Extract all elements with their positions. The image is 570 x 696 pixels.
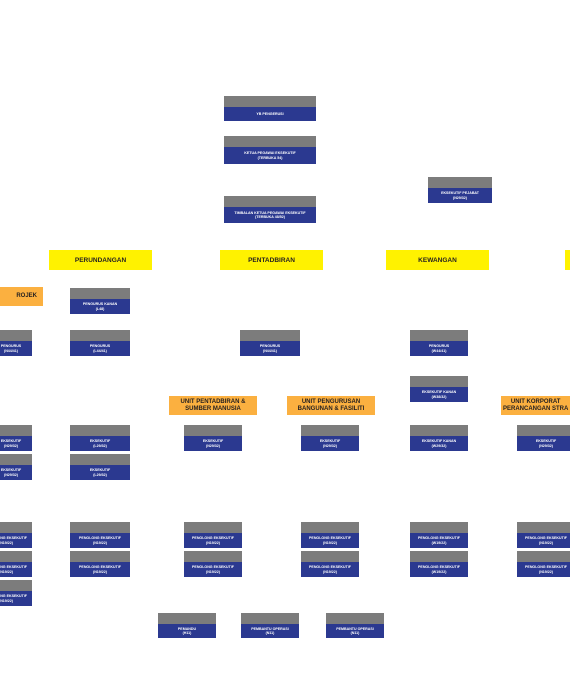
korporat-penolong-2-label: PENOLONG EKSEKUTIF (N19/22) [517,562,570,577]
pbf-penolong-2-label: PENOLONG EKSEKUTIF (N19/22) [301,562,359,577]
left-penolong-3-label: PENOLONG EKSEKUTIF (N19/22) [0,591,32,606]
psm-penolong-2-label: PENOLONG EKSEKUTIF (N19/22) [184,562,242,577]
psm-penolong-1-box: PENOLONG EKSEKUTIF (N19/22) [184,522,242,548]
pbf-eksekutif-label: EKSEKUTIF (N29/32) [301,436,359,451]
korporat-eksekutif-box: EKSEKUTIF (N29/32) [517,425,570,451]
unit-pentadbiran-sm: UNIT PENTADBIRAN & SUMBER MANUSIA [169,396,257,415]
unit-pengurusan-bangunan: UNIT PENGURUSAN BANGUNAN & FASILITI [287,396,375,415]
perundangan-pengurus-label: PENGURUS (L44/41) [70,341,130,356]
unit-korporat: UNIT KORPORAT PERANCANGAN STRA [501,396,570,415]
pbf-eksekutif-box: EKSEKUTIF (N29/32) [301,425,359,451]
kewangan-pengurus-box: PENGURUS (W44/41) [410,330,468,356]
chairman-label: YB PENGERUSI [224,107,316,121]
pemandu-box: PEMANDU (H11) [158,613,216,638]
deputy-ceo-label: TIMBALAN KETUA PEGAWAI EKSEKUTIF (TERBUK… [224,207,316,223]
perundangan-penolong-1-box: PENOLONG EKSEKUTIF (N19/22) [70,522,130,548]
pemandu-label: PEMANDU (H11) [158,624,216,638]
perundangan-pengurus-kanan-label: PENGURUS KANAN (L48) [70,299,130,314]
ceo-label: KETUA PEGAWAI EKSEKUTIF (TERBUKA 54) [224,147,316,164]
left-penolong-1-box: PENOLONG EKSEKUTIF (N19/22) [0,522,32,548]
kewangan-pengurus-label: PENGURUS (W44/41) [410,341,468,356]
perundangan-eksekutif-2-box: EKSEKUTIF (L29/32) [70,454,130,480]
left-penolong-1-label: PENOLONG EKSEKUTIF (N19/22) [0,533,32,548]
dept-right-cut [565,250,570,270]
ceo-box: KETUA PEGAWAI EKSEKUTIF (TERBUKA 54) [224,136,316,164]
kewangan-penolong-1-box: PENOLONG EKSEKUTIF (W19/22) [410,522,468,548]
korporat-penolong-1-label: PENOLONG EKSEKUTIF (N19/22) [517,533,570,548]
perundangan-penolong-2-label: PENOLONG EKSEKUTIF (N19/22) [70,562,130,577]
psm-penolong-2-box: PENOLONG EKSEKUTIF (N19/22) [184,551,242,577]
pentadbiran-pengurus-label: PENGURUS (N44/41) [240,341,300,356]
office-exec-label: EKSEKUTIF PEJABAT (N29/32) [428,188,492,203]
kewangan-eksekutif-kanan-1-box: EKSEKUTIF KANAN (W38/32) [410,376,468,402]
perundangan-eksekutif-2-label: EKSEKUTIF (L29/32) [70,465,130,480]
left-eksekutif-1-label: EKSEKUTIF (N29/32) [0,436,32,451]
left-eksekutif-1-box: EKSEKUTIF (N29/32) [0,425,32,451]
psm-eksekutif-box: EKSEKUTIF (N29/32) [184,425,242,451]
pembantu-operasi-1-label: PEMBANTU OPERASI (N11) [241,624,299,638]
perundangan-pengurus-kanan-box: PENGURUS KANAN (L48) [70,288,130,314]
left-eksekutif-2-label: EKSEKUTIF (N29/32) [0,465,32,480]
kewangan-eksekutif-kanan-2-label: EKSEKUTIF KANAN (W29/32) [410,436,468,451]
dept-perundangan: PERUNDANGAN [49,250,152,270]
kewangan-penolong-2-label: PENOLONG EKSEKUTIF (W19/22) [410,562,468,577]
left-eksekutif-2-box: EKSEKUTIF (N29/32) [0,454,32,480]
pembantu-operasi-2-label: PEMBANTU OPERASI (N11) [326,624,384,638]
korporat-penolong-1-box: PENOLONG EKSEKUTIF (N19/22) [517,522,570,548]
psm-eksekutif-label: EKSEKUTIF (N29/32) [184,436,242,451]
left-penolong-3-box: PENOLONG EKSEKUTIF (N19/22) [0,580,32,606]
kewangan-penolong-1-label: PENOLONG EKSEKUTIF (W19/22) [410,533,468,548]
office-exec-box: EKSEKUTIF PEJABAT (N29/32) [428,177,492,203]
perundangan-penolong-1-label: PENOLONG EKSEKUTIF (N19/22) [70,533,130,548]
pbf-penolong-2-box: PENOLONG EKSEKUTIF (N19/22) [301,551,359,577]
dept-projek: ROJEK [0,287,43,306]
psm-penolong-1-label: PENOLONG EKSEKUTIF (N19/22) [184,533,242,548]
dept-pentadbiran: PENTADBIRAN [220,250,323,270]
pbf-penolong-1-box: PENOLONG EKSEKUTIF (N19/22) [301,522,359,548]
kewangan-eksekutif-kanan-1-label: EKSEKUTIF KANAN (W38/32) [410,387,468,402]
perundangan-pengurus-box: PENGURUS (L44/41) [70,330,130,356]
dept-kewangan: KEWANGAN [386,250,489,270]
korporat-penolong-2-box: PENOLONG EKSEKUTIF (N19/22) [517,551,570,577]
left-pengurus-label: PENGURUS (N44/41) [0,341,32,356]
kewangan-eksekutif-kanan-2-box: EKSEKUTIF KANAN (W29/32) [410,425,468,451]
chairman-box: YB PENGERUSI [224,96,316,121]
pembantu-operasi-2-box: PEMBANTU OPERASI (N11) [326,613,384,638]
pentadbiran-pengurus-box: PENGURUS (N44/41) [240,330,300,356]
perundangan-eksekutif-1-box: EKSEKUTIF (L29/32) [70,425,130,451]
deputy-ceo-box: TIMBALAN KETUA PEGAWAI EKSEKUTIF (TERBUK… [224,196,316,223]
perundangan-penolong-2-box: PENOLONG EKSEKUTIF (N19/22) [70,551,130,577]
perundangan-eksekutif-1-label: EKSEKUTIF (L29/32) [70,436,130,451]
pbf-penolong-1-label: PENOLONG EKSEKUTIF (N19/22) [301,533,359,548]
kewangan-penolong-2-box: PENOLONG EKSEKUTIF (W19/22) [410,551,468,577]
left-penolong-2-label: PENOLONG EKSEKUTIF (N19/22) [0,562,32,577]
pembantu-operasi-1-box: PEMBANTU OPERASI (N11) [241,613,299,638]
left-penolong-2-box: PENOLONG EKSEKUTIF (N19/22) [0,551,32,577]
korporat-eksekutif-label: EKSEKUTIF (N29/32) [517,436,570,451]
left-pengurus-box: PENGURUS (N44/41) [0,330,32,356]
